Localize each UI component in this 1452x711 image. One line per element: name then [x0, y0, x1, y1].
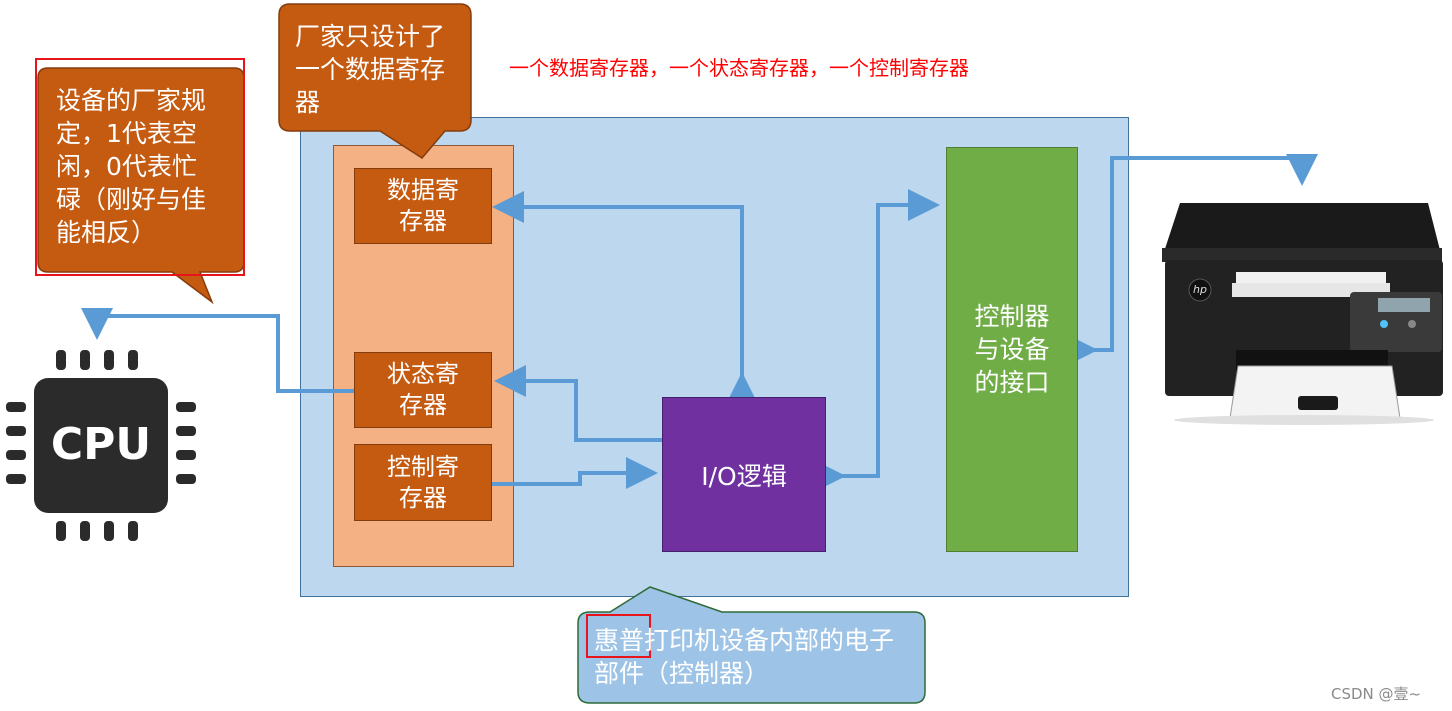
control-register-label: 控制寄存器: [387, 452, 459, 512]
cpu-chip-icon: [6, 350, 196, 541]
arrows: [81, 154, 1318, 492]
red-note: 一个数据寄存器，一个状态寄存器，一个控制寄存器: [509, 56, 969, 80]
io-logic-block: I/O逻辑: [662, 397, 826, 552]
callout-bottom-text: 惠普打印机设备内部的电子部件（控制器）: [594, 626, 895, 688]
control-register: 控制寄存器: [354, 444, 492, 521]
highlight-frame-bottom: [586, 614, 651, 658]
arrow-io-interface: [814, 189, 940, 492]
arrow-data-io: [492, 191, 758, 404]
io-logic-label: I/O逻辑: [701, 461, 787, 491]
callout-top-bubble: [278, 3, 472, 159]
device-interface-label: 控制器与设备的接口: [974, 302, 1050, 397]
callout-top-text: 厂家只设计了一个数据寄存器: [295, 22, 446, 117]
cpu-label: CPU: [50, 419, 152, 470]
status-register: 状态寄存器: [354, 352, 492, 428]
arrow-status-cpu: [81, 308, 354, 393]
callout-bottom-bubble: [577, 586, 926, 704]
status-register-label: 状态寄存器: [387, 360, 459, 419]
callout-left-text: 设备的厂家规定，1代表空闲，0代表忙碌（刚好与佳能相反）: [56, 86, 207, 247]
data-register-label: 数据寄存器: [387, 176, 459, 235]
printer-logo: hp: [1193, 283, 1207, 296]
printer-icon: [1162, 203, 1443, 425]
device-interface-block: 控制器与设备的接口: [946, 147, 1078, 552]
highlight-frame-left: [35, 58, 245, 276]
arrow-io-status: [494, 365, 662, 442]
watermark: CSDN @壹~: [1331, 685, 1422, 703]
arrow-control-io: [492, 457, 658, 489]
arrow-interface-printer: [1066, 154, 1318, 366]
data-register: 数据寄存器: [354, 168, 492, 244]
